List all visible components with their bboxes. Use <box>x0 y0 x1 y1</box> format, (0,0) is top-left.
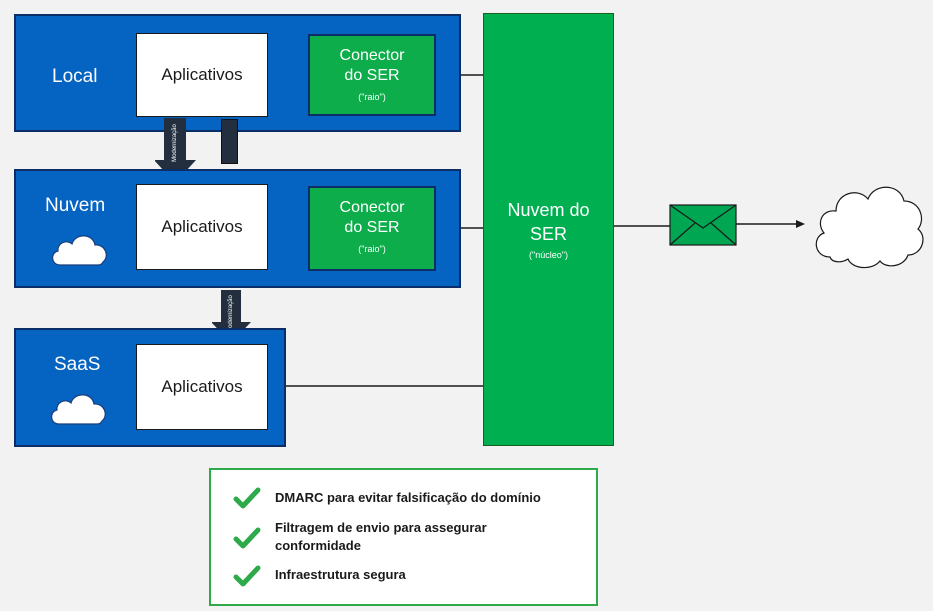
cloud-icon <box>51 394 106 425</box>
app-box-nuvem: Aplicativos <box>136 184 268 270</box>
cloud-icon <box>52 235 107 266</box>
modernization-bar <box>221 119 238 164</box>
core-ser-cloud: Nuvem do SER ("núcleo") <box>483 13 614 446</box>
app-box-saas: Aplicativos <box>136 344 268 430</box>
feature-item: Filtragem de envio para assegurar confor… <box>233 520 487 555</box>
zone-saas-label: SaaS <box>54 354 101 375</box>
feature-item: DMARC para evitar falsificação do domíni… <box>233 486 541 510</box>
check-icon <box>233 527 261 549</box>
zone-nuvem-label: Nuvem <box>45 195 106 216</box>
features-box: DMARC para evitar falsificação do domíni… <box>209 468 598 606</box>
destination-cloud-icon <box>815 186 924 269</box>
connector-local: Conector do SER ("raio") <box>308 34 436 116</box>
core-title: Nuvem do SER <box>507 200 590 244</box>
app-box-local: Aplicativos <box>136 33 268 117</box>
core-subtitle: ("núcleo") <box>529 250 568 260</box>
connector-local-subtitle: ("raio") <box>358 92 386 102</box>
envelope-icon <box>669 204 737 246</box>
connector-nuvem-title: Conector do SER <box>339 199 405 236</box>
arrowhead-to-cloud <box>796 220 805 228</box>
feature-item: Infraestrutura segura <box>233 564 406 588</box>
connector-nuvem-subtitle: ("raio") <box>358 244 386 254</box>
zone-local-label: Local <box>52 66 98 87</box>
connector-local-title: Conector do SER <box>339 47 405 84</box>
check-icon <box>233 565 261 587</box>
modernization-label-1: Modernização <box>172 124 178 162</box>
connector-nuvem: Conector do SER ("raio") <box>308 186 436 271</box>
modernization-arrow-1 <box>155 118 196 183</box>
check-icon <box>233 487 261 509</box>
